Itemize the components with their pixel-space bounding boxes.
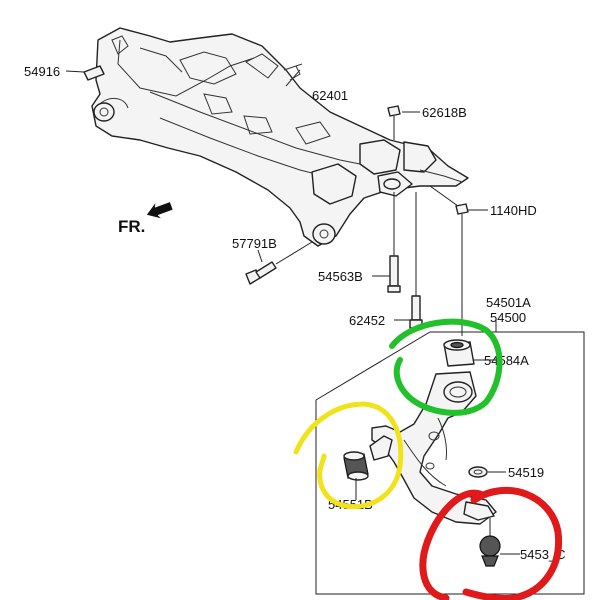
bushing-54551B <box>343 435 393 500</box>
direction-arrow <box>146 202 173 219</box>
part-label-54584A: 54584A <box>484 353 529 368</box>
part-label-54519: 54519 <box>508 465 544 480</box>
part-label-1140HD: 1140HD <box>490 203 537 218</box>
direction-label: FR. <box>118 217 145 236</box>
subframe-crossmember <box>91 27 469 247</box>
part-label-62401: 62401 <box>312 88 348 103</box>
bushing-54584A <box>443 339 500 367</box>
clip-54519 <box>468 466 506 478</box>
bolt-54563B <box>372 192 401 293</box>
bolt-1140HD <box>429 185 488 336</box>
green-highlight-circle <box>389 318 503 416</box>
lower-control-arm <box>371 371 497 525</box>
bolt-57791B <box>245 241 313 285</box>
part-label-62618B: 62618B <box>422 105 467 120</box>
part-label-54563B: 54563B <box>318 269 363 284</box>
part-label-54501A: 54501A <box>486 295 531 310</box>
ball-joint-54530C <box>479 518 520 567</box>
bolt-62618B <box>387 105 420 140</box>
part-label-54916: 54916 <box>24 64 60 79</box>
part-label-57791B: 57791B <box>232 236 277 251</box>
part-label-54500: 54500 <box>490 310 526 325</box>
yellow-highlight-circle <box>293 401 404 510</box>
part-label-62452: 62452 <box>349 313 385 328</box>
control-arm-box <box>315 318 585 595</box>
red-highlight-circle <box>419 487 563 600</box>
bracket-54916 <box>65 65 105 81</box>
